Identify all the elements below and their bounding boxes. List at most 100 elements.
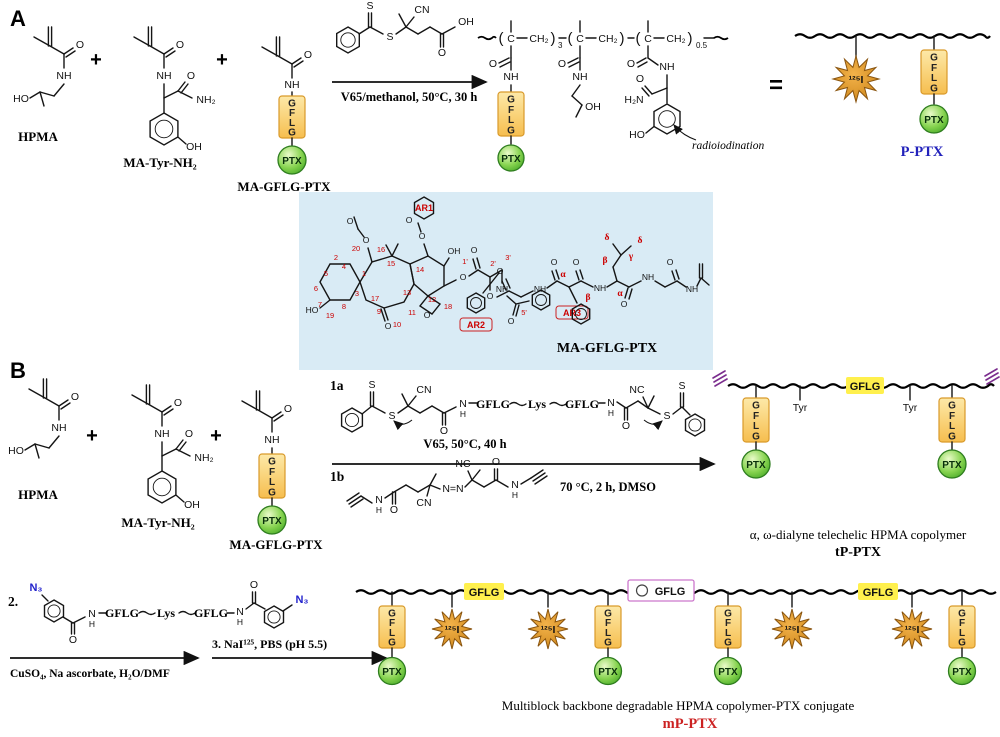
o-label: O: [460, 272, 467, 282]
num: 18: [444, 302, 452, 311]
ptx-ball: [277, 145, 307, 175]
i125-label: ¹²⁵I: [445, 624, 460, 636]
prime: 2': [490, 259, 496, 268]
conditions-1a: V65, 50°C, 40 h: [423, 437, 506, 451]
svg-text:F: F: [508, 105, 514, 116]
plus-sign: +: [90, 49, 102, 71]
azo-1b-structure: 1b N H O CN N=N NC O N H 70 °C, 2 h, DMS…: [330, 456, 656, 516]
svg-text:G: G: [930, 53, 938, 64]
ho-label: HO: [8, 445, 24, 457]
i125-starburst: [831, 54, 881, 104]
o-label: O: [621, 299, 628, 309]
ch2-label: CH₂: [529, 33, 548, 45]
num: 20: [352, 244, 360, 253]
ar1-ring: [413, 196, 435, 220]
bracket: ): [688, 30, 693, 47]
gflg-pendant-box: GFLG: [497, 91, 525, 137]
i125-label: ¹²⁵I: [849, 74, 864, 86]
nh2-label: NH₂: [194, 452, 213, 464]
ar2-ring: [466, 292, 486, 314]
o-label: O: [176, 39, 184, 51]
plus-sign: +: [216, 49, 228, 71]
o-label: O: [174, 397, 182, 409]
cta-1a-structure: 1a S S CN O N H GFLG Lys GFLG N H O NC S…: [330, 378, 706, 437]
tp-ptx-caption: α, ω-dialyne telechelic HPMA copolymer: [750, 527, 967, 542]
ma-tyr-label: MA-Tyr-NH₂: [121, 515, 194, 530]
svg-text:G: G: [388, 638, 396, 649]
i125-label: ¹²⁵I: [785, 624, 800, 636]
h-label: H: [608, 408, 614, 418]
tp-ptx-structure: GFLG GFLG PTX Tyr Tyr GFLG PTX α, ω-dial…: [712, 368, 1000, 560]
nh-label: NH: [594, 283, 606, 293]
num: 8: [342, 302, 346, 311]
p-ptx-schematic: ¹²⁵I GFLG PTX P-PTX: [794, 33, 991, 160]
h2n-label: H₂N: [624, 94, 643, 106]
o-label: O: [508, 316, 515, 326]
nh-label: NH: [154, 428, 169, 440]
svg-text:F: F: [931, 63, 937, 74]
triazole-ring-icon: [635, 584, 649, 597]
n-label: N: [375, 494, 383, 506]
ma-gflg-ptx-label: MA-GFLG-PTX: [229, 537, 323, 552]
i125-starburst: [431, 608, 473, 650]
svg-text:F: F: [959, 618, 965, 629]
nh-label: NH: [659, 61, 674, 73]
ptx-ball: [377, 656, 407, 686]
o-label: O: [622, 420, 630, 432]
c-label: C: [644, 33, 652, 45]
conditions-a: V65/methanol, 50°C, 30 h: [341, 90, 478, 104]
phenol-ring: [147, 470, 177, 504]
prime: 5': [521, 308, 527, 317]
n-label: N: [88, 608, 96, 620]
ptx-label: PTX: [382, 667, 402, 678]
o-label: O: [304, 49, 312, 61]
o-label: O: [558, 58, 566, 70]
delta-label: δ: [605, 233, 610, 243]
ar2-label: AR2: [467, 320, 485, 330]
svg-text:G: G: [752, 432, 760, 443]
ptx-ball: [257, 505, 287, 535]
o-label: O: [627, 58, 635, 70]
svg-text:L: L: [725, 628, 731, 639]
num: 1: [362, 269, 366, 278]
oh-label: OH: [184, 499, 200, 511]
backbone-gflg-label: GFLG: [469, 587, 500, 599]
c-label: C: [507, 33, 515, 45]
ch2-label: CH₂: [598, 33, 617, 45]
bracket: ): [551, 30, 556, 47]
s-label: S: [386, 31, 393, 43]
azide-label: N₃: [295, 594, 308, 606]
num: 3: [355, 289, 359, 298]
o-label: O: [284, 403, 292, 415]
bracket: ): [620, 30, 625, 47]
ho-label: HO: [13, 93, 29, 105]
bracket: (: [499, 30, 504, 47]
h-label: H: [512, 490, 518, 500]
ma-tyr-structure-b: O NH O NH₂ OH MA-Tyr-NH₂: [121, 384, 214, 530]
num: 9: [377, 307, 381, 316]
benzene-ring: [340, 407, 364, 433]
alpha-label: α: [560, 270, 566, 280]
svg-text:L: L: [289, 118, 295, 129]
o-label: O: [419, 231, 426, 241]
panel-a: A O NH HO HPMA + O NH O NH₂ OH MA-Tyr-NH…: [10, 0, 991, 194]
gamma-label: γ: [628, 252, 634, 262]
num: 15: [387, 259, 395, 268]
ptx-ball: [497, 144, 525, 172]
step-1a: 1a: [330, 378, 344, 393]
svg-text:G: G: [930, 84, 938, 95]
o-label: O: [187, 70, 195, 82]
ptx-ball: [919, 104, 949, 134]
svg-text:L: L: [949, 421, 955, 432]
num: 7: [318, 300, 322, 309]
o-label: O: [406, 215, 413, 225]
beta-label: β: [585, 293, 590, 303]
svg-text:G: G: [948, 432, 956, 443]
s-label: S: [368, 379, 375, 391]
ptx-label: PTX: [952, 667, 972, 678]
s-label: S: [678, 380, 685, 392]
panel-b: B O NH HO HPMA + O NH O NH₂ OH MA-Tyr-NH…: [8, 358, 1000, 560]
n-label: N: [459, 398, 467, 410]
